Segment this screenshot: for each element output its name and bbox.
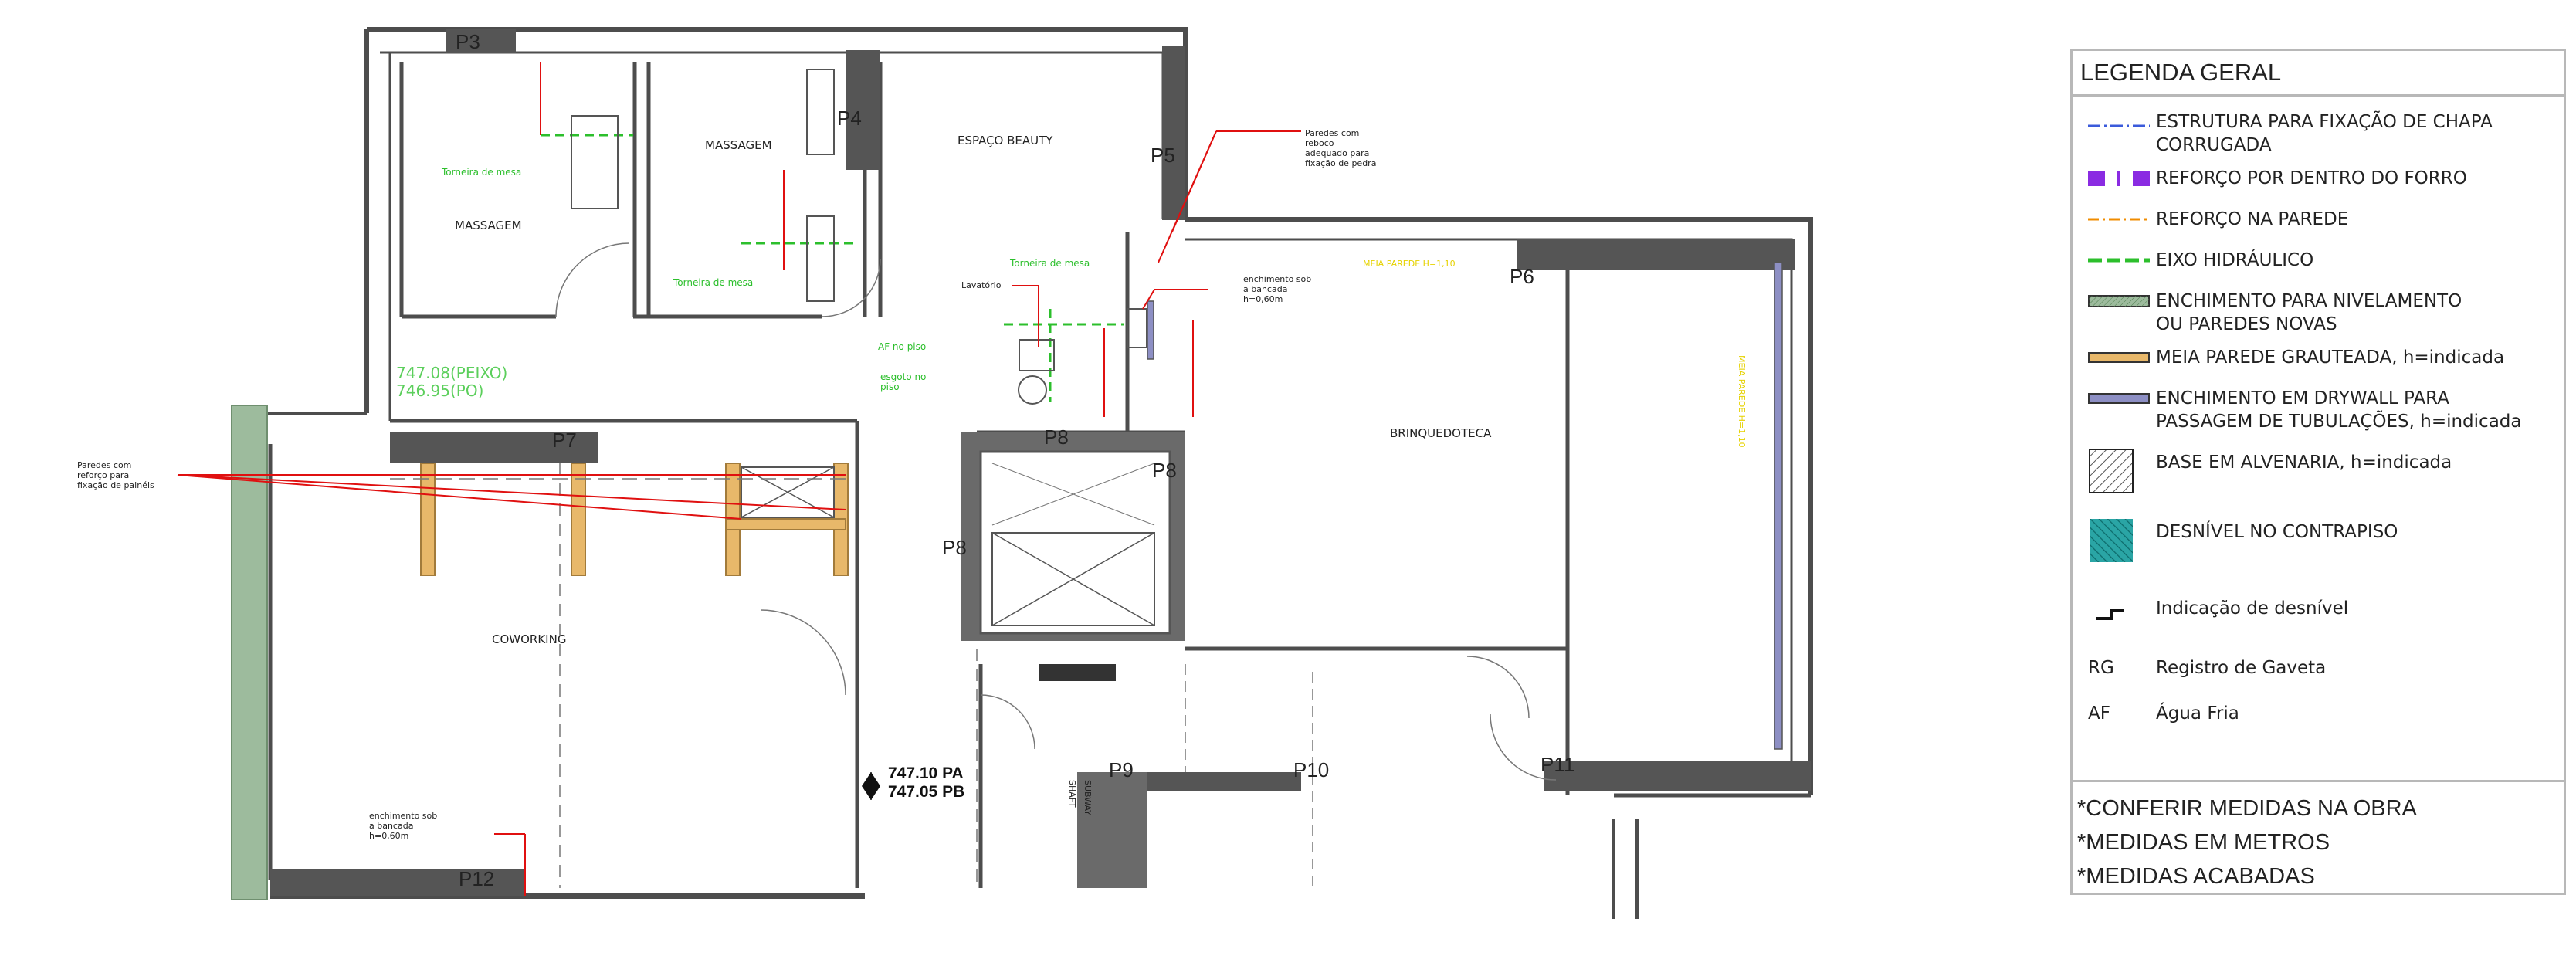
legend-notes: *CONFERIR MEDIDAS NA OBRA *MEDIDAS EM ME… bbox=[2073, 782, 2564, 893]
walls bbox=[231, 27, 1813, 919]
pillar-label: P6 bbox=[1510, 265, 1534, 288]
pillar-label: P8 bbox=[1152, 459, 1177, 482]
level-pa: 747.10 PA bbox=[888, 764, 964, 782]
room-label-coworking: COWORKING bbox=[492, 632, 566, 646]
room-label-espaco-beauty: ESPAÇO BEAUTY bbox=[958, 134, 1053, 147]
note-torneira-mesa: Torneira de mesa bbox=[673, 277, 753, 288]
pillar-label: P11 bbox=[1541, 753, 1574, 776]
legend-label: ENCHIMENTO EM DRYWALL PARA bbox=[2156, 388, 2449, 408]
legend-label: PASSAGEM DE TUBULAÇÕES, h=indicada bbox=[2156, 412, 2522, 432]
legend-items: ESTRUTURA PARA FIXAÇÃO DE CHAPA CORRUGAD… bbox=[2073, 97, 2564, 782]
pillar-label: P9 bbox=[1109, 758, 1134, 781]
note-paredes-reforco: Paredes com reforço para fixação de pain… bbox=[77, 460, 154, 490]
room-label-massagem-1: MASSAGEM bbox=[455, 219, 522, 232]
shaft-label: SHAFT bbox=[1067, 780, 1077, 808]
half-walls bbox=[420, 463, 849, 576]
legend-label: BASE EM ALVENARIA, h=indicada bbox=[2156, 452, 2452, 473]
hatched-box-icon bbox=[2089, 449, 2134, 493]
legend-label: Registro de Gaveta bbox=[2156, 658, 2327, 678]
note-enchimento-bancada: enchimento sob a bancada h=0,60m bbox=[369, 811, 440, 841]
slate-bar-icon bbox=[2088, 393, 2150, 404]
legend-label: REFORÇO NA PAREDE bbox=[2156, 209, 2349, 229]
level-green: 746.95(PO) bbox=[396, 381, 483, 400]
drywall-bars bbox=[1147, 262, 1783, 750]
note-esgoto-piso: esgoto no piso bbox=[880, 371, 929, 392]
level-green: 747.08(PEIXO) bbox=[396, 364, 507, 382]
pillar-label: P4 bbox=[837, 107, 862, 130]
legend-label: MEIA PAREDE GRAUTEADA, h=indicada bbox=[2156, 347, 2505, 368]
level-pb: 747.05 PB bbox=[888, 783, 964, 801]
note-lavatorio: Lavatório bbox=[961, 280, 1002, 290]
pillar-label: P10 bbox=[1293, 758, 1329, 781]
note-enchimento-bancada: enchimento sob a bancada h=0,60m bbox=[1243, 274, 1314, 304]
half-wall-tag: MEIA PAREDE H=1,10 bbox=[1363, 259, 1456, 269]
legend-label: CORRUGADA bbox=[2156, 135, 2272, 155]
pillar-label: P3 bbox=[456, 30, 480, 53]
legend-title: LEGENDA GERAL bbox=[2073, 51, 2564, 97]
legend-label: OU PAREDES NOVAS bbox=[2156, 314, 2337, 334]
legend-label: ESTRUTURA PARA FIXAÇÃO DE CHAPA bbox=[2156, 112, 2493, 132]
room-labels: MASSAGEM MASSAGEM ESPAÇO BEAUTY BRINQUED… bbox=[455, 134, 1492, 646]
note-torneira-mesa: Torneira de mesa bbox=[441, 167, 521, 178]
legend-label: ENCHIMENTO PARA NIVELAMENTO bbox=[2156, 291, 2462, 311]
pillar-label: P8 bbox=[942, 536, 967, 559]
pillar-label: P12 bbox=[459, 867, 494, 890]
hatched-green-bar-icon bbox=[2088, 295, 2150, 307]
room-label-massagem-2: MASSAGEM bbox=[705, 138, 772, 152]
note-af-piso: AF no piso bbox=[878, 341, 926, 352]
half-wall-tag: MEIA PAREDE H=1,10 bbox=[1737, 355, 1747, 448]
step-mark-icon bbox=[2096, 609, 2124, 620]
legend-label: Indicação de desnível bbox=[2156, 598, 2349, 619]
note-paredes-reboco: Paredes com reboco adequado para fixação… bbox=[1305, 128, 1376, 168]
dash-green-icon bbox=[2088, 258, 2150, 263]
legend-note: *MEDIDAS EM METROS bbox=[2077, 830, 2330, 855]
registro-abbrev: RG bbox=[2088, 658, 2114, 678]
legend-panel: LEGENDA GERAL ESTRUTURA PARA FIXAÇÃO DE … bbox=[2070, 49, 2566, 895]
dashdot-orange-icon bbox=[2088, 218, 2150, 221]
pillar-label: P8 bbox=[1044, 425, 1069, 449]
storage-box bbox=[741, 466, 835, 518]
pillar-label: P5 bbox=[1151, 144, 1175, 167]
tan-bar-icon bbox=[2088, 352, 2150, 363]
agua-fria-abbrev: AF bbox=[2088, 703, 2110, 724]
pillar-label: P7 bbox=[552, 429, 577, 452]
dashdot-blue-icon bbox=[2088, 124, 2150, 127]
doors bbox=[390, 242, 1557, 888]
level-marker-icon bbox=[862, 772, 880, 800]
teal-hatch-box-icon bbox=[2090, 519, 2133, 562]
legend-note: *CONFERIR MEDIDAS NA OBRA bbox=[2077, 796, 2417, 821]
pillar-labels: P3 P4 P5 P6 P7 P8 P8 P8 P9 P10 P11 P12 bbox=[456, 30, 1574, 890]
annotation-notes: Paredes com reboco adequado para fixação… bbox=[77, 128, 1747, 841]
legend-label: EIXO HIDRÁULICO bbox=[2156, 250, 2314, 270]
elevator-core bbox=[979, 450, 1171, 681]
shaft-label: SUBWAY bbox=[1083, 780, 1093, 815]
legend-label: REFORÇO POR DENTRO DO FORRO bbox=[2156, 168, 2467, 188]
legend-label: Água Fria bbox=[2156, 703, 2239, 724]
legend-note: *MEDIDAS ACABADAS bbox=[2077, 864, 2315, 889]
annotation-leaders bbox=[177, 62, 1301, 896]
room-label-brinquedoteca: BRINQUEDOTECA bbox=[1390, 426, 1492, 440]
legend-label: DESNÍVEL NO CONTRAPISO bbox=[2156, 522, 2398, 542]
purple-blocks-icon bbox=[2088, 171, 2150, 186]
fixtures bbox=[571, 69, 1147, 405]
note-torneira-mesa: Torneira de mesa bbox=[1009, 258, 1090, 269]
